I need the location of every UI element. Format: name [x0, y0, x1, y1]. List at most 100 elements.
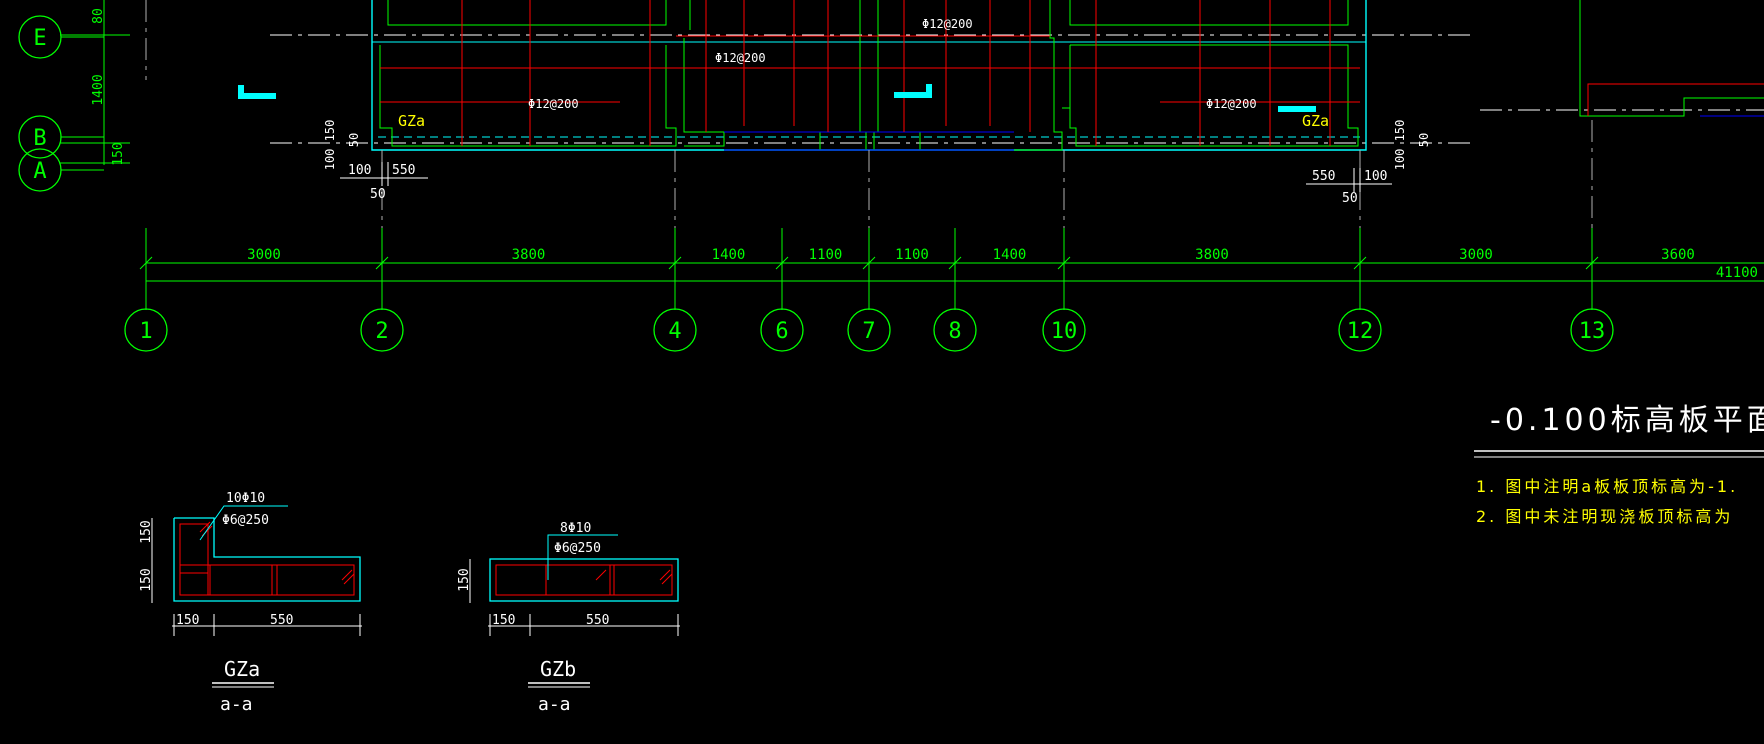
- left-local-vertical: 100 150: [323, 120, 337, 171]
- total-dim-label: 41100: [1716, 265, 1758, 281]
- dim-tick: [375, 256, 389, 270]
- gzb-stirrup: Φ6@250: [554, 541, 601, 556]
- wall-core-right: [1014, 0, 1063, 151]
- gza-bars: 10Φ10: [226, 491, 265, 506]
- row-bubble-label: B: [33, 126, 46, 151]
- gzb-bars: 8Φ10: [560, 521, 591, 536]
- rebar-labels: Φ12@200 Φ12@200 Φ12@200 Φ12@200 GZa GZa: [398, 17, 1329, 130]
- span-dim-label: 1400: [993, 247, 1027, 263]
- gzb-dim-h1: 150: [492, 613, 515, 628]
- left-dim-150: 150: [111, 142, 126, 165]
- column-tag-right: GZa: [1302, 112, 1329, 130]
- gza-dim-h1: 150: [176, 613, 199, 628]
- axis-bubble-label: 2: [375, 319, 388, 344]
- dim-tick: [668, 256, 682, 270]
- room-3-lower: [1069, 44, 1359, 147]
- detail-gzb: 8Φ10 Φ6@250 150 150 550 GZb a-a: [457, 521, 680, 715]
- span-dim-label: 3000: [247, 247, 281, 263]
- axis-bubble-label: 13: [1579, 319, 1606, 344]
- axis-bubble: [847, 308, 891, 352]
- right-local-vertical: 100 150: [1393, 120, 1407, 171]
- gza-section: a-a: [220, 694, 253, 715]
- span-dim-label: 3600: [1661, 247, 1695, 263]
- left-dim-1400: 1400: [91, 74, 106, 105]
- left-local-dims: 100 150 50 100 550 50: [323, 120, 428, 202]
- room-3-upper: [1069, 0, 1349, 26]
- span-dim-label: 1400: [712, 247, 746, 263]
- axis-bubble-label: 7: [862, 319, 875, 344]
- left-local-h2: 550: [392, 163, 415, 178]
- column-tag-left: GZa: [398, 112, 425, 130]
- gzb-dim-h2: 550: [586, 613, 609, 628]
- left-dim-80: 80: [91, 8, 106, 24]
- gza-stirrup: Φ6@250: [222, 513, 269, 528]
- axis-bubble-label: 6: [775, 319, 788, 344]
- axis-bubble: [1042, 308, 1086, 352]
- right-local-h2: 100: [1364, 169, 1387, 184]
- rebar-label-1: Φ12@200: [922, 17, 973, 31]
- span-dim-label: 3000: [1459, 247, 1493, 263]
- gza-dim-h2: 550: [270, 613, 293, 628]
- rebar-label-4: Φ12@200: [1206, 97, 1257, 111]
- axis-bubble-label: 12: [1347, 319, 1374, 344]
- dim-tick: [1057, 256, 1071, 270]
- plan-rebar: [380, 0, 1360, 146]
- dim-tick: [775, 256, 789, 270]
- rebar-label-2: Φ12@200: [715, 51, 766, 65]
- room-1-upper: [387, 0, 667, 26]
- left-local-vertical-2: 50: [347, 133, 361, 147]
- axis-bubble-label: 4: [668, 319, 681, 344]
- drawing-title: -0.100标高板平面: [1490, 403, 1764, 438]
- right-local-dims: 100 150 50 550 100 50: [1306, 120, 1431, 206]
- note-2: 2. 图中未注明现浇板顶标高为: [1476, 507, 1733, 526]
- gzb-section: a-a: [538, 694, 571, 715]
- axis-bubble: [653, 308, 697, 352]
- gzb-dim-v1: 150: [457, 568, 472, 591]
- axis-bubble-label: 1: [139, 319, 152, 344]
- building-right-rebar: [1587, 83, 1764, 116]
- row-bubble-label: A: [33, 159, 46, 184]
- left-local-h3: 50: [370, 187, 386, 202]
- axis-bubble: [1338, 308, 1382, 352]
- left-local-h1: 100: [348, 163, 371, 178]
- section-marker-left: [238, 85, 244, 99]
- span-dim-label: 3800: [512, 247, 546, 263]
- row-axis-bubbles: EBA: [18, 15, 104, 192]
- wall-core-left: [819, 0, 867, 151]
- note-1: 1. 图中注明a板板顶标高为-1.: [1476, 477, 1738, 496]
- axis-bubble: [760, 308, 804, 352]
- dim-tick: [948, 256, 962, 270]
- axis-bubble: [933, 308, 977, 352]
- gza-name: GZa: [224, 657, 260, 681]
- gzb-name: GZb: [540, 657, 576, 681]
- section-marker-mid: [894, 92, 932, 98]
- section-marker-right: [1278, 106, 1316, 112]
- building-right-outline: [1579, 0, 1764, 117]
- axis-bubble: [124, 308, 168, 352]
- dim-tick: [1585, 256, 1599, 270]
- gza-dim-v2: 150: [139, 568, 154, 591]
- axis-bubble-label: 8: [948, 319, 961, 344]
- axis-bubble: [1570, 308, 1614, 352]
- dim-tick: [139, 256, 153, 270]
- detail-gza: 10Φ10 Φ6@250 150 150 150 550 GZa a-a: [139, 491, 362, 715]
- section-marker-left-bar: [238, 93, 276, 99]
- dim-tick: [862, 256, 876, 270]
- span-dim-label: 1100: [809, 247, 843, 263]
- slab-outline: [371, 0, 1367, 151]
- right-local-h3: 50: [1342, 191, 1358, 206]
- right-local-vertical-2: 50: [1417, 133, 1431, 147]
- gza-dim-v1: 150: [139, 520, 154, 543]
- left-dimension-chain: 80 1400 150: [60, 0, 130, 166]
- axis-bubble: [360, 308, 404, 352]
- plan-geometry: [145, 0, 1764, 238]
- dim-tick: [1353, 256, 1367, 270]
- right-local-h1: 550: [1312, 169, 1335, 184]
- section-marker-mid-tick: [926, 84, 932, 98]
- wall-core-mid: [873, 0, 921, 151]
- axis-bubble-label: 10: [1051, 319, 1078, 344]
